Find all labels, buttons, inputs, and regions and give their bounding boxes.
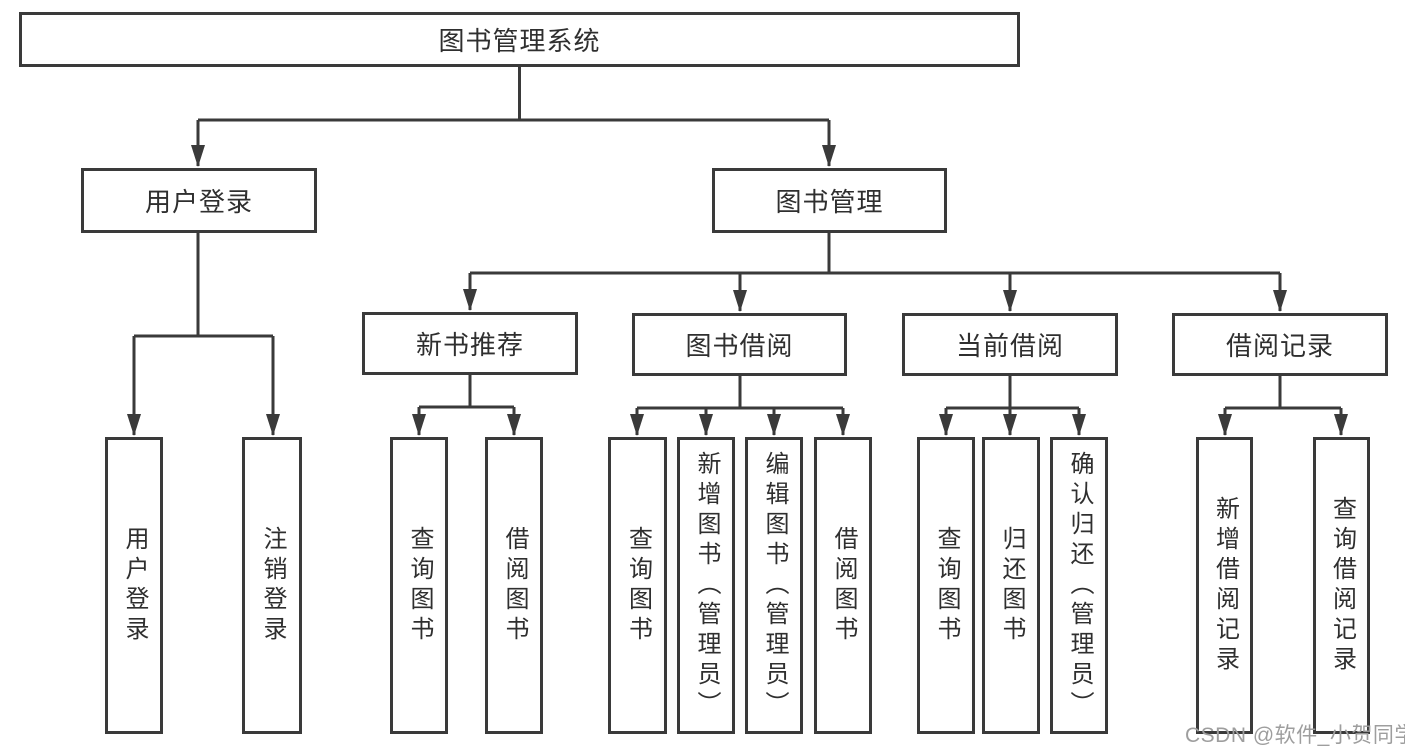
node-label: 借阅图书 — [501, 525, 528, 646]
node-label: 当前借阅 — [955, 331, 1064, 361]
leaf-bb-borrow-books: 借阅图书 — [814, 437, 872, 734]
node-label: 用户登录 — [121, 525, 148, 646]
node-label: 新增借阅记录 — [1211, 495, 1239, 676]
node-label: 借阅记录 — [1225, 331, 1334, 361]
node-current-borrowing: 当前借阅 — [902, 313, 1118, 376]
leaf-br-query-record: 查询借阅记录 — [1313, 437, 1370, 734]
node-label: 图书管理 — [775, 187, 884, 217]
leaf-bb-add-books-admin: 新增图书（管理员） — [677, 437, 735, 734]
leaf-cb-confirm-return-admin: 确认归还（管理员） — [1050, 437, 1108, 734]
watermark: CSDN @软件_小贺同学 — [1185, 724, 1405, 747]
leaf-cb-query-books: 查询图书 — [917, 437, 975, 734]
node-label: 查询图书 — [406, 525, 433, 646]
node-label: 注销登录 — [259, 525, 286, 646]
node-book-borrowing: 图书借阅 — [632, 313, 847, 376]
node-label: 新书推荐 — [415, 330, 524, 360]
node-label: 查询借阅记录 — [1328, 495, 1356, 676]
leaf-br-add-record: 新增借阅记录 — [1196, 437, 1253, 734]
leaf-bb-edit-books-admin: 编辑图书（管理员） — [745, 437, 803, 734]
node-label: 用户登录 — [144, 187, 253, 217]
node-label: 归还图书 — [998, 525, 1025, 646]
leaf-nb-borrow-books: 借阅图书 — [485, 437, 543, 734]
node-borrowing-records: 借阅记录 — [1172, 313, 1388, 376]
node-label: 查询图书 — [624, 525, 652, 646]
node-label: 确认归还（管理员） — [1066, 450, 1093, 721]
leaf-logout: 注销登录 — [242, 437, 302, 734]
node-book-management: 图书管理 — [712, 168, 947, 233]
leaf-nb-query-books: 查询图书 — [390, 437, 448, 734]
node-label: 借阅图书 — [830, 525, 857, 646]
node-user-login: 用户登录 — [81, 168, 317, 233]
leaf-bb-query-books: 查询图书 — [608, 437, 667, 734]
connector-trunks — [134, 67, 1341, 410]
node-label: 新增图书（管理员） — [693, 450, 720, 721]
node-label: 编辑图书（管理员） — [761, 450, 788, 721]
leaf-user-login: 用户登录 — [105, 437, 163, 734]
node-system-root: 图书管理系统 — [19, 12, 1020, 67]
node-label: 图书借阅 — [685, 331, 794, 361]
leaf-cb-return-books: 归还图书 — [982, 437, 1040, 734]
node-label: 查询图书 — [933, 525, 960, 646]
node-new-book-recommend: 新书推荐 — [362, 312, 578, 375]
node-label: 图书管理系统 — [438, 26, 601, 56]
